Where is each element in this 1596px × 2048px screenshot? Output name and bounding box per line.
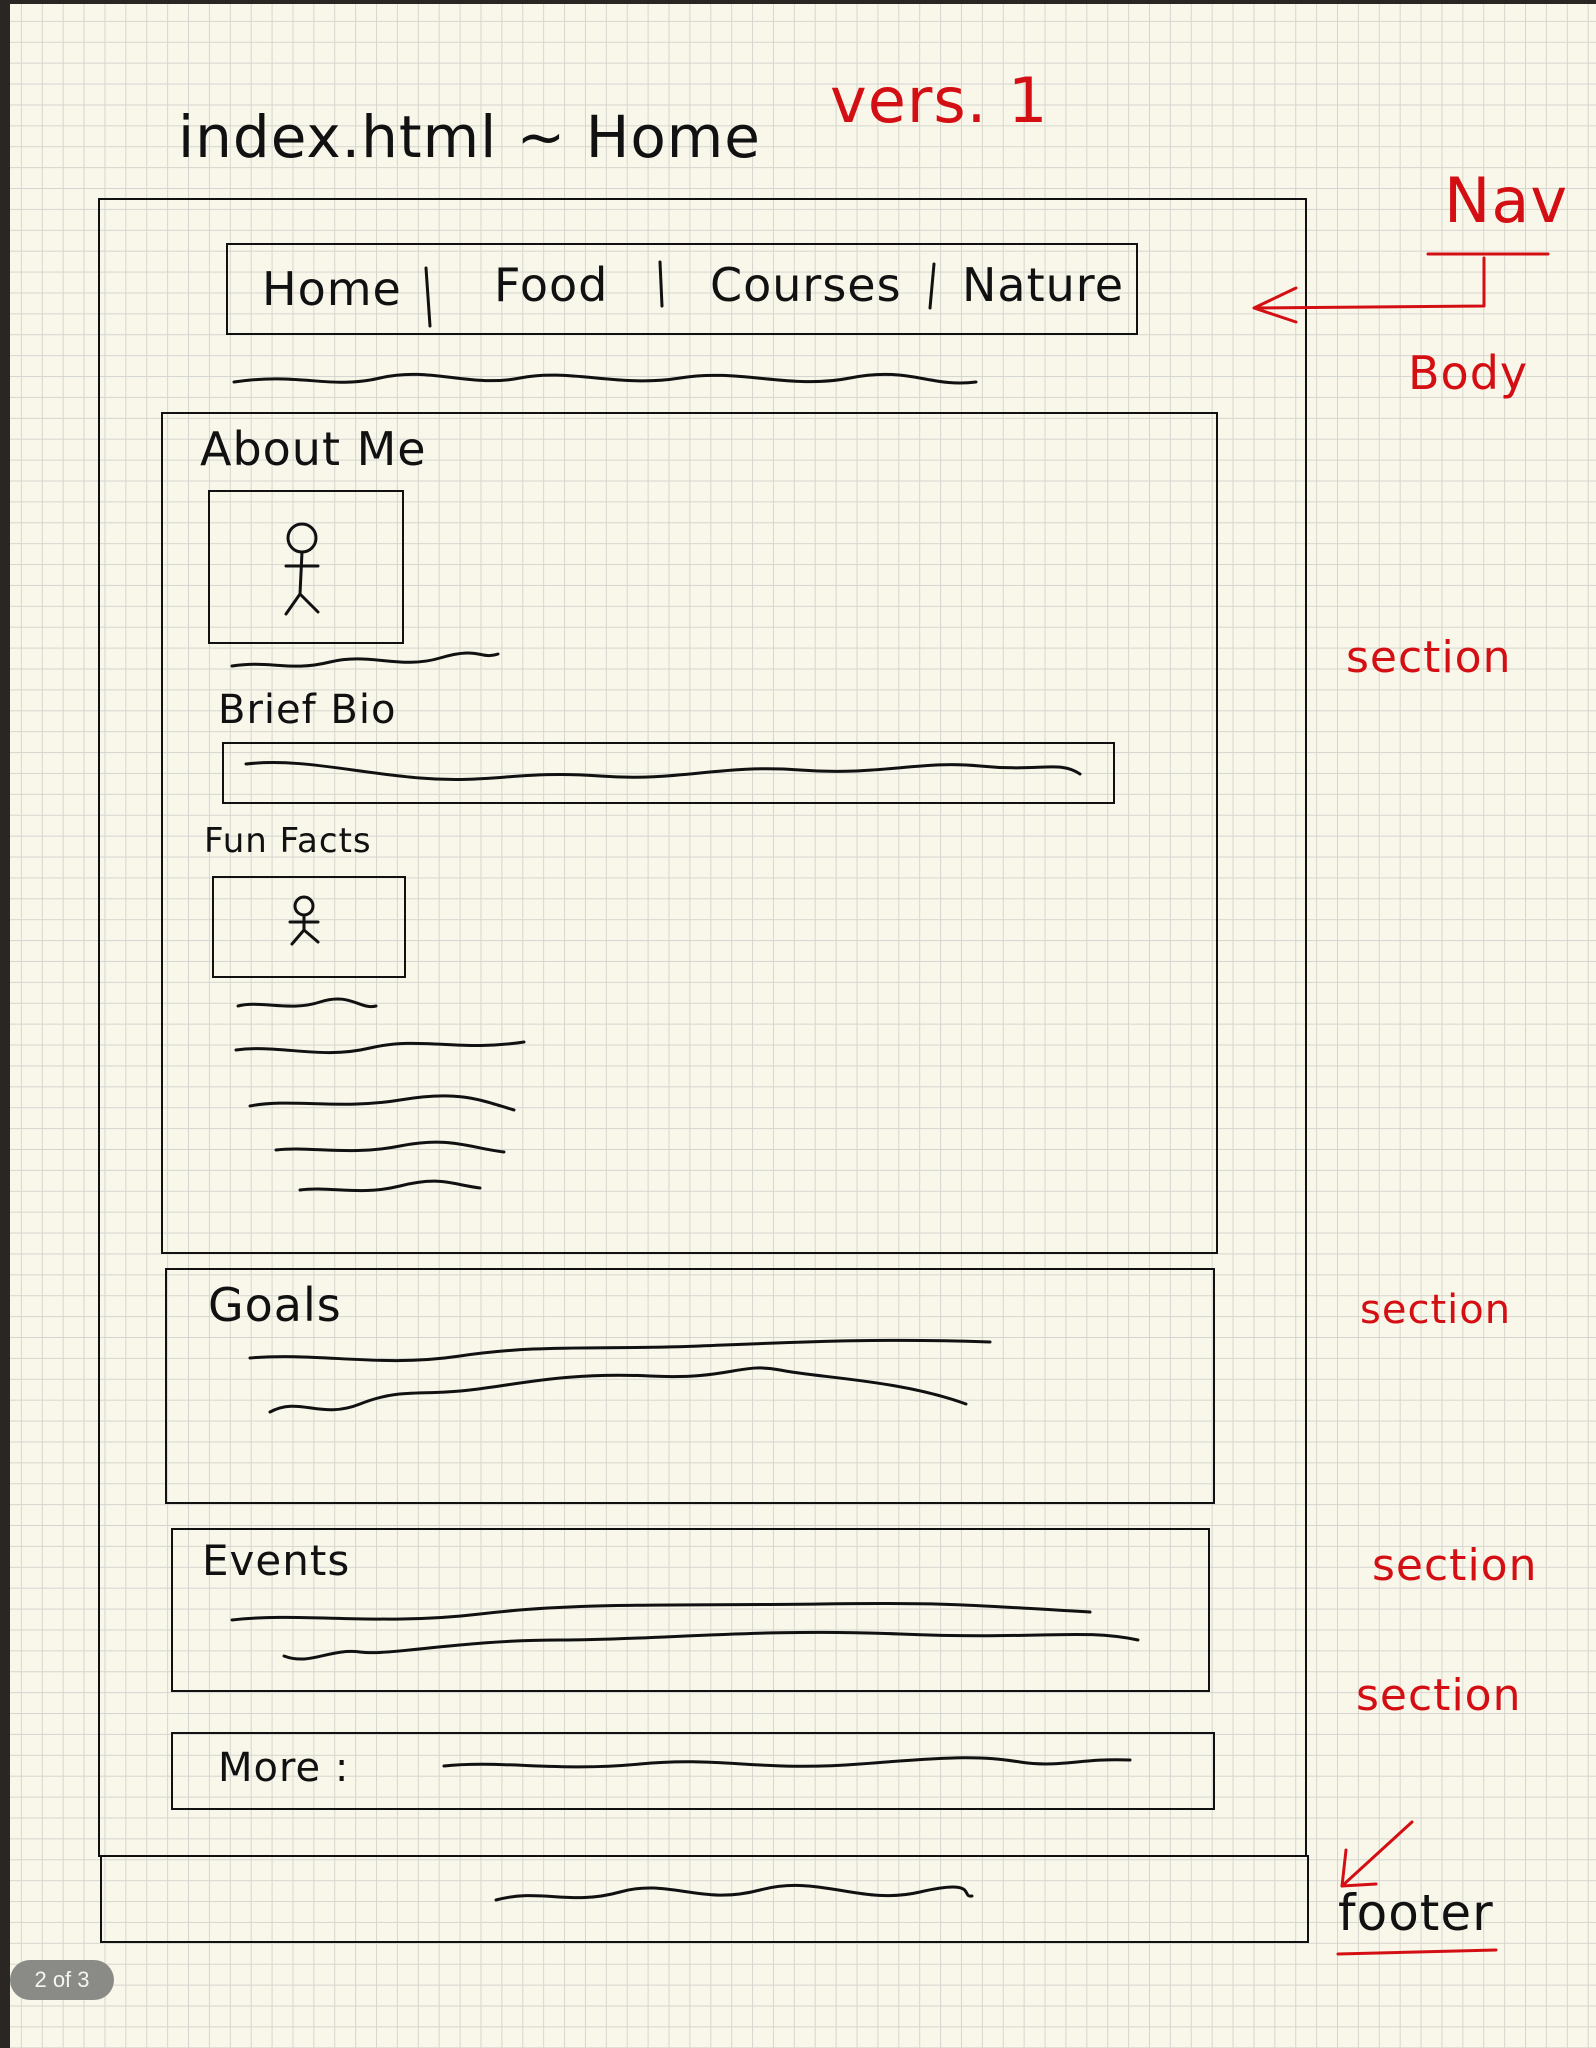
nav-item-home: Home [262,262,402,316]
fun-facts-label: Fun Facts [204,821,372,861]
annotation-section-events: section [1372,1540,1538,1591]
footer-underline [1336,1948,1498,1956]
profile-image-placeholder [208,490,404,644]
annotation-nav: Nav [1444,164,1569,237]
annotation-body: Body [1408,346,1529,400]
nav-item-food: Food [494,258,609,312]
goals-title: Goals [208,1278,342,1332]
nav-item-courses: Courses [710,258,902,312]
annotation-section-more: section [1356,1670,1522,1721]
nav-item-nature: Nature [962,258,1124,312]
about-section [161,412,1218,1254]
page-indicator: 2 of 3 [10,1960,114,2000]
footer-box [100,1855,1309,1943]
version-label: vers. 1 [830,64,1049,137]
bio-text-box [222,742,1115,804]
goals-section [165,1268,1215,1504]
notebook-top-edge [0,0,1596,4]
more-label: More : [218,1745,350,1791]
events-title: Events [202,1536,351,1585]
annotation-section-goals: section [1360,1287,1512,1333]
events-section [171,1528,1210,1692]
arrow-to-footer-icon [1340,1820,1414,1888]
fun-facts-image-placeholder [212,876,406,978]
annotation-section-about: section [1346,632,1512,683]
annotation-footer: footer [1338,1884,1494,1942]
nav-bar [226,243,1138,335]
bio-label: Brief Bio [218,687,397,733]
about-title: About Me [200,422,427,476]
notebook-edge [0,0,10,2048]
more-section [171,1732,1215,1810]
page-title: index.html ~ Home [178,103,761,171]
